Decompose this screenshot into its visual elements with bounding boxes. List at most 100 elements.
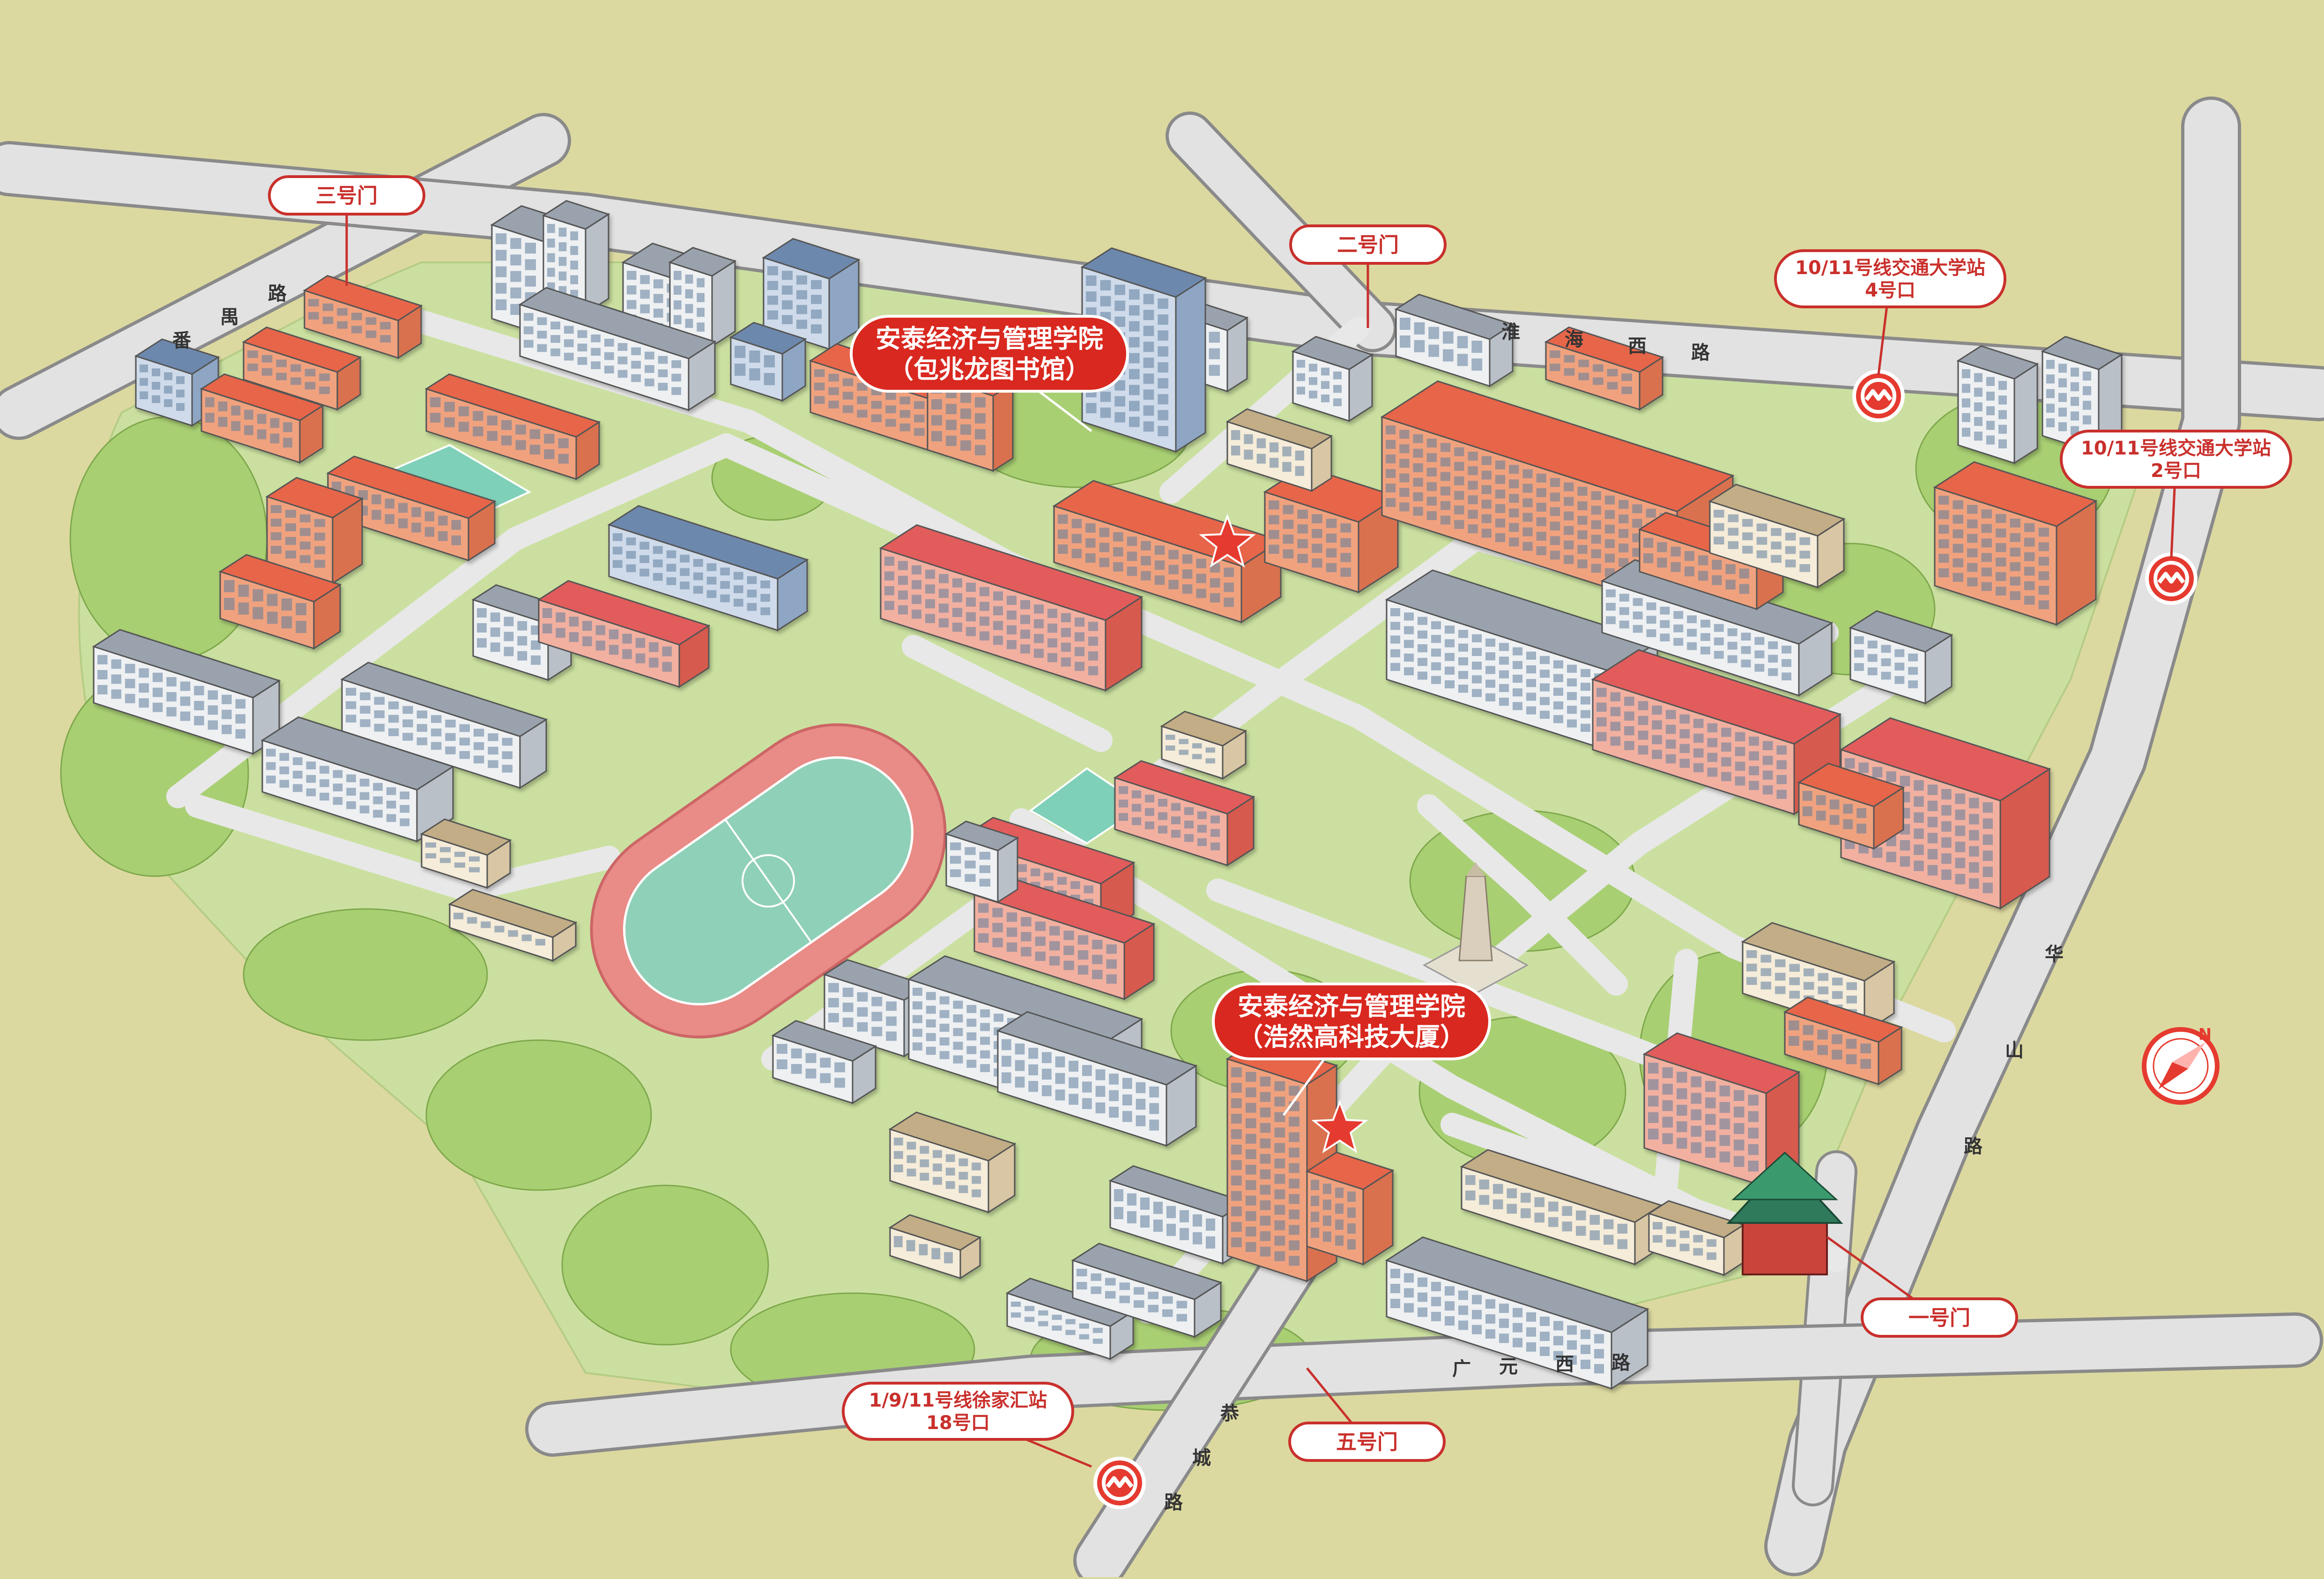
- block-nw-4: [668, 246, 737, 348]
- library-annex: [1263, 466, 1400, 594]
- library-highlight-callout[interactable]: 安泰经济与管理学院（包兆龙图书馆）: [850, 315, 1129, 432]
- street-name-char: 华: [2045, 944, 2064, 965]
- metro-icon: [2145, 552, 2198, 605]
- metro-icon: [1852, 370, 1905, 422]
- block-w-8: [218, 554, 342, 650]
- gate-5-callout[interactable]: 五号门: [1288, 1367, 1446, 1462]
- small-s-1: [888, 1214, 982, 1280]
- library-highlight-callout-text: 安泰经济与管理学院: [876, 324, 1103, 354]
- gate-pavilion: [1726, 1151, 1843, 1275]
- metro-exit-18-callout-text: 1/9/11号线徐家汇站: [869, 1390, 1047, 1411]
- highlight-callouts: 安泰经济与管理学院（包兆龙图书馆） 安泰经济与管理学院（浩然高科技大厦）: [850, 315, 1491, 1116]
- block-n-7: [1544, 326, 1664, 411]
- street-name-char: 淮: [1501, 321, 1520, 343]
- block-s-4: [996, 1011, 1198, 1147]
- metro-exit-2-callout-text: 10/11号线交通大学站: [2081, 438, 2271, 459]
- long-hall-n: [518, 287, 717, 411]
- block-w-6: [326, 455, 497, 562]
- gate-3-callout[interactable]: 三号门: [268, 175, 425, 286]
- street-name-char: 番: [172, 330, 191, 351]
- small-w-1: [420, 818, 512, 889]
- gate-1-callout[interactable]: 一号门: [1826, 1236, 2018, 1338]
- tower-e-1: [1956, 345, 2039, 465]
- gate-3-callout-text: 三号门: [316, 184, 378, 208]
- compass-north-label: N: [2198, 1025, 2212, 1044]
- block-w-3: [242, 326, 362, 411]
- block-se-1: [1385, 1236, 1649, 1390]
- block-s-5: [888, 1111, 1017, 1214]
- block-n-4: [1225, 408, 1333, 492]
- block-c-4: [1113, 760, 1255, 867]
- street-name-char: 路: [1964, 1136, 1983, 1157]
- block-c-6: [944, 820, 1019, 903]
- small-c-1: [1160, 710, 1247, 780]
- block-se-5: [1783, 996, 1903, 1086]
- haoran-highlight-callout[interactable]: 安泰经济与管理学院（浩然高科技大厦）: [1212, 983, 1491, 1116]
- library-highlight-callout-text: （包兆龙图书馆）: [888, 354, 1091, 384]
- small-se-1: [1647, 1200, 1745, 1276]
- block-e-5: [1797, 762, 1905, 850]
- block-e-3: [1933, 461, 2098, 626]
- running-track: [590, 723, 947, 1039]
- metro-exit-4-callout-text: 10/11号线交通大学站: [1795, 257, 1985, 279]
- block-s-7: [1005, 1277, 1135, 1361]
- street-name-char: 元: [1499, 1356, 1518, 1378]
- haoran-annex: [1305, 1151, 1395, 1266]
- block-e-1: [1385, 569, 1659, 753]
- street-name-char: 城: [1192, 1447, 1211, 1469]
- block-s-8: [1071, 1243, 1223, 1338]
- block-s-2: [771, 1020, 877, 1105]
- block-se-3: [1642, 1032, 1801, 1188]
- block-n-6: [1394, 293, 1515, 387]
- gate-5-callout-text: 五号门: [1336, 1430, 1398, 1454]
- block-nw-2: [542, 200, 610, 315]
- block-w-2: [303, 275, 423, 359]
- block-se-2: [1460, 1149, 1663, 1266]
- street-name-char: 海: [1565, 329, 1583, 350]
- street-name-char: 禺: [220, 306, 239, 328]
- star-marker-icon: [1199, 514, 1256, 568]
- block-w-5: [424, 373, 601, 481]
- street-name-char: 路: [1611, 1352, 1631, 1374]
- street-name-char: 路: [1164, 1492, 1183, 1513]
- street-name-char: 路: [1691, 342, 1710, 364]
- street-name-char: 恭: [1220, 1403, 1239, 1424]
- compass-icon: N: [2142, 1025, 2220, 1105]
- metro-stations: [1093, 370, 2198, 1509]
- street-name-char: 山: [2005, 1040, 2024, 1061]
- street-name-char: 路: [268, 283, 287, 305]
- block-w-11: [340, 662, 548, 790]
- faculty-c-1: [879, 524, 1143, 692]
- street-name-char: 广: [1452, 1358, 1471, 1380]
- block-c-2: [607, 505, 809, 632]
- metro-callouts: 10/11号线交通大学站4号口10/11号线交通大学站2号口1/9/11号线徐家…: [842, 249, 2292, 1468]
- street-name-char: 西: [1555, 1354, 1574, 1375]
- row-e-1: [1600, 559, 1834, 697]
- metro-exit-2-callout-text: 2号口: [2151, 460, 2201, 482]
- metro-icon: [1093, 1457, 1146, 1509]
- gate-1-callout-text: 一号门: [1908, 1306, 1970, 1330]
- block-n-1: [762, 238, 861, 350]
- gate-2-callout-text: 二号门: [1337, 233, 1399, 257]
- block-w-4: [200, 373, 325, 464]
- block-c-1: [537, 580, 711, 688]
- row-e-3: [1708, 484, 1846, 589]
- star-marker-icon: [1311, 1099, 1368, 1154]
- monument: [1422, 862, 1529, 994]
- metro-exit-18-callout-text: 18号口: [926, 1412, 990, 1434]
- haoran-tower: [1225, 1039, 1338, 1283]
- small-w-2: [448, 888, 578, 962]
- star-markers: [1199, 514, 1368, 1154]
- buildings-layer: [92, 200, 2124, 1390]
- block-c-5: [973, 875, 1156, 1001]
- gate-2-callout[interactable]: 二号门: [1289, 224, 1447, 328]
- tower-e-2: [2041, 335, 2124, 455]
- street-name-char: 西: [1628, 335, 1647, 357]
- block-n-2: [729, 321, 807, 402]
